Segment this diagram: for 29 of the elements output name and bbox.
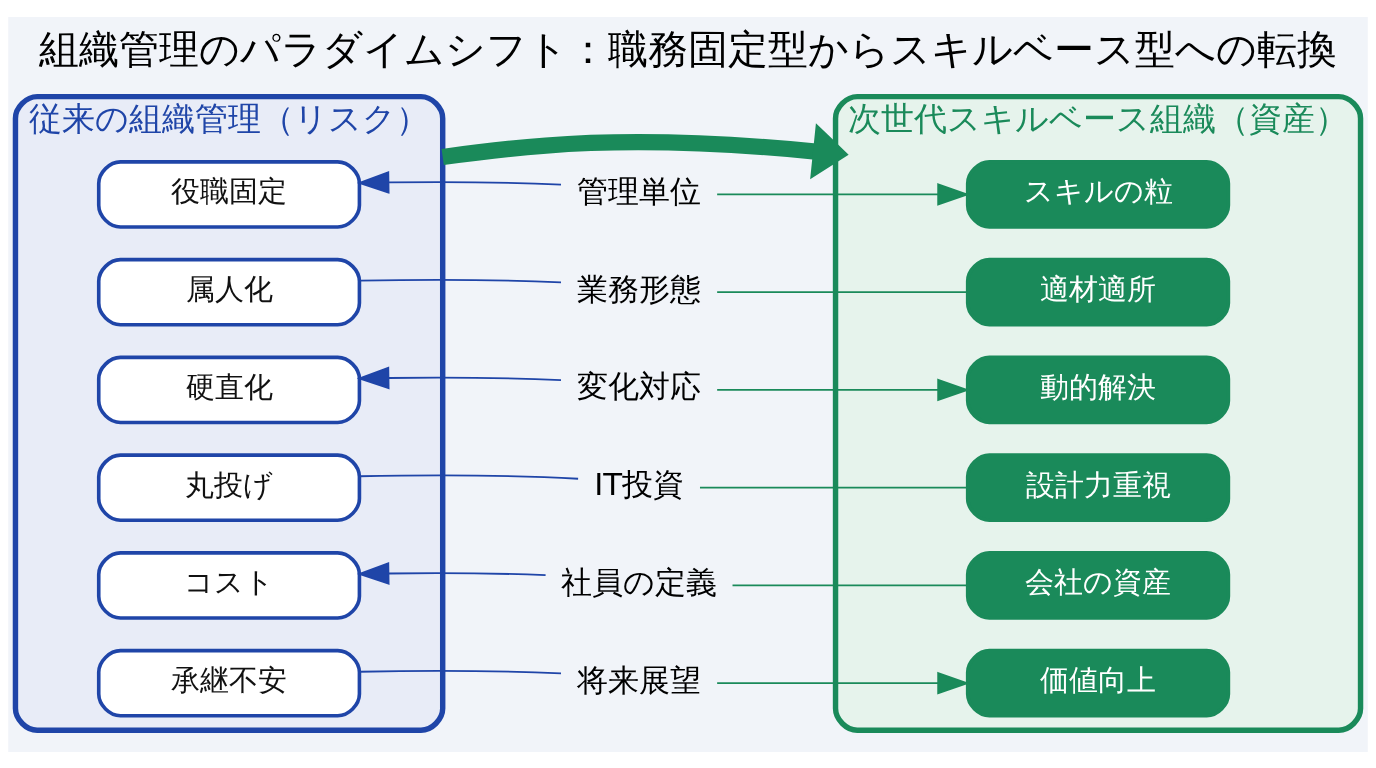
node-box: 属人化: [96, 257, 362, 327]
connector: [699, 486, 969, 489]
connector: [731, 584, 968, 586]
node-text: 社員の定義: [561, 563, 718, 600]
node-box: 会社の資産: [965, 550, 1231, 620]
arrow: [356, 561, 547, 585]
node-box: 価値向上: [965, 648, 1231, 718]
node-box: 丸投げ: [96, 452, 362, 522]
node-box: 承継不安: [96, 648, 362, 718]
node-box: スキルの粒: [965, 159, 1231, 229]
node-box: コスト: [96, 550, 362, 620]
node-box: 役職固定: [96, 159, 362, 229]
node-box: 硬直化: [96, 355, 362, 424]
node-text: IT投資: [594, 465, 685, 502]
arrow: [356, 170, 562, 194]
node-text: 管理単位: [577, 172, 702, 209]
node-box: 動的解決: [965, 355, 1231, 424]
arrow: [441, 122, 849, 179]
node-box: 適材適所: [965, 257, 1231, 327]
node-text: 将来展望: [577, 661, 702, 698]
diagram-title: 組織管理のパラダイムシフト：職務固定型からスキルベース型への転換: [39, 25, 1337, 72]
node-box: 設計力重視: [965, 452, 1231, 522]
connector: [358, 278, 562, 283]
connector: [358, 474, 579, 480]
arrow: [356, 366, 562, 389]
connector: [716, 290, 969, 293]
connector: [358, 669, 562, 674]
node-text: 変化対応: [577, 367, 702, 404]
node-text: 業務形態: [577, 270, 702, 307]
